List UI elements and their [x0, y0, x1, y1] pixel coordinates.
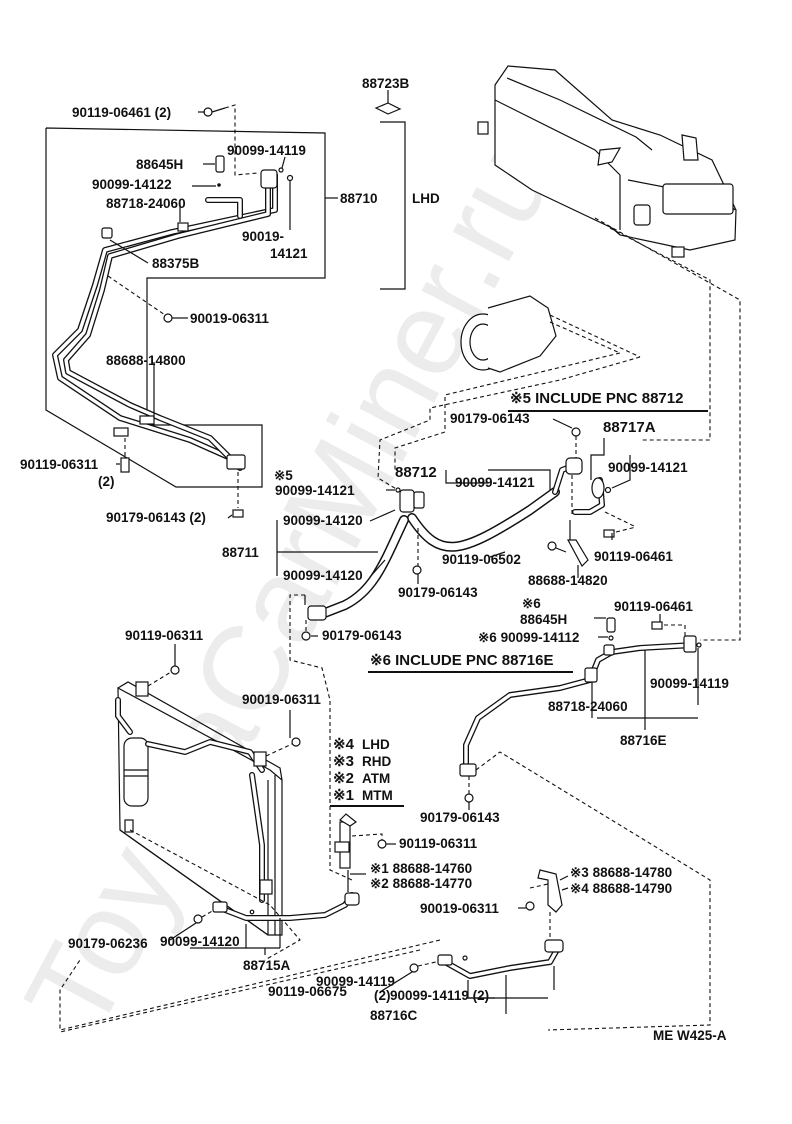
label-90019-06311-b: 90019-06311 — [242, 692, 321, 707]
label-90099-14112: ※6 90099-14112 — [478, 630, 579, 645]
label-88711: 88711 — [222, 545, 259, 560]
label-90119-06675: 90119-06675 — [268, 984, 347, 999]
note-include-pnc-88716e: ※6 INCLUDE PNC 88716E — [370, 652, 553, 669]
legend-atm-text: ATM — [362, 771, 390, 786]
label-90099-14120-a: 90099-14120 — [283, 513, 363, 528]
label-88716c: 88716C — [370, 1008, 418, 1023]
condenser — [115, 665, 301, 961]
pipe-assembly-88716e — [459, 617, 711, 1031]
hose-assembly-88711-88712 — [289, 427, 637, 881]
label-90019-06311-a: 90019-06311 — [190, 311, 269, 326]
label-90119-06311-b: 90119-06311 — [125, 628, 204, 643]
label-88688-14760: ※1 88688-14760 — [370, 861, 472, 876]
label-88688-14800: 88688-14800 — [106, 353, 186, 368]
label-90119-06502: 90119-06502 — [442, 552, 521, 567]
label-90019-14121-line2: 14121 — [270, 246, 308, 261]
legend-mtm-text: MTM — [362, 788, 393, 803]
label-90119-06461-b: 90119-06461 — [614, 599, 693, 614]
pipe-assembly-88716c — [59, 939, 564, 1033]
label-90099-14119-a: 90099-14119 — [227, 143, 306, 158]
legend-rhd-text: RHD — [362, 754, 391, 769]
label-90119-06311-c: 90119-06311 — [399, 836, 478, 851]
label-88645h-a: 88645H — [136, 157, 183, 172]
label-90099-14119-c: 90099-14119 — [316, 974, 395, 989]
label-88717a: 88717A — [603, 419, 656, 436]
label-88710: 88710 — [340, 191, 378, 206]
legend-atm: ※2 — [333, 770, 354, 787]
note-include-pnc-88712: ※5 INCLUDE PNC 88712 — [510, 390, 683, 407]
label-88645h-b: 88645H — [520, 612, 567, 627]
legend-rhd: ※3 — [333, 753, 354, 770]
label-lhd: LHD — [412, 191, 440, 206]
label-90099-14121-c: 90099-14121 — [608, 460, 688, 475]
label-88712: 88712 — [395, 464, 437, 481]
label-qty-2-a: (2) — [98, 474, 115, 489]
label-90179-06143-a: 90179-06143 — [450, 411, 530, 426]
label-90099-14120-c: 90099-14120 — [160, 934, 240, 949]
leaders-condenser — [174, 644, 291, 738]
label-88375b: 88375B — [152, 256, 200, 271]
compressor — [377, 295, 641, 491]
bracket-88688-14760 — [334, 813, 396, 892]
label-90019-14121-line1: 90019- — [242, 229, 284, 244]
label-90179-06143-2: 90179-06143 (2) — [106, 510, 206, 525]
label-qty-2-b: (2) — [374, 988, 391, 1003]
label-90119-06461-a: 90119-06461 — [594, 549, 673, 564]
label-90099-14119-b: 90099-14119 — [650, 676, 729, 691]
leaders-top-left — [109, 90, 406, 519]
label-88688-14780: ※3 88688-14780 — [570, 865, 672, 880]
label-90179-06236: 90179-06236 — [68, 936, 148, 951]
label-90019-06311-c: 90019-06311 — [420, 901, 499, 916]
label-88718-24060-a: 88718-24060 — [106, 196, 186, 211]
leaders-middle — [276, 418, 631, 637]
label-90179-06143-b: 90179-06143 — [398, 585, 478, 600]
label-88723b: 88723B — [362, 76, 410, 91]
leaders-88716e — [468, 614, 699, 810]
label-88688-14790: ※4 88688-14790 — [570, 881, 672, 896]
label-90099-14120-b: 90099-14120 — [283, 568, 363, 583]
label-90179-06143-c: 90179-06143 — [322, 628, 402, 643]
part-labels: 88723B 90119-06461 (2) 90099-14119 88645… — [20, 76, 729, 1043]
bracket-88688-14780 — [518, 869, 569, 940]
variant-legend: ※4 LHD ※3 RHD ※2 ATM ※1 MTM — [330, 736, 404, 807]
label-90119-06311-a: 90119-06311 — [20, 457, 99, 472]
label-90099-14121-a: 90099-14121 — [275, 483, 355, 498]
label-90099-14122: 90099-14122 — [92, 177, 172, 192]
label-star6-small: ※6 — [522, 596, 541, 611]
label-88716e: 88716E — [620, 733, 667, 748]
label-88715a: 88715A — [243, 958, 291, 973]
legend-lhd-text: LHD — [362, 737, 390, 752]
label-star5-small: ※5 — [274, 468, 293, 483]
legend-lhd: ※4 — [333, 736, 355, 753]
label-88688-14770: ※2 88688-14770 — [370, 876, 472, 891]
label-88718-24060-b: 88718-24060 — [548, 699, 628, 714]
evaporator-unit — [477, 65, 741, 641]
label-90119-06461-2: 90119-06461 (2) — [72, 105, 171, 120]
pipe-assembly-88710 — [45, 104, 326, 518]
label-90179-06143-d: 90179-06143 — [420, 810, 500, 825]
label-88688-14820: 88688-14820 — [528, 573, 608, 588]
legend-mtm: ※1 — [333, 787, 354, 804]
figure-code: ME W425-A — [653, 1028, 727, 1043]
label-90099-14119-d: 90099-14119 (2) — [390, 988, 489, 1003]
pipe-assembly-88715a — [169, 892, 360, 955]
label-90099-14121-b: 90099-14121 — [455, 475, 535, 490]
